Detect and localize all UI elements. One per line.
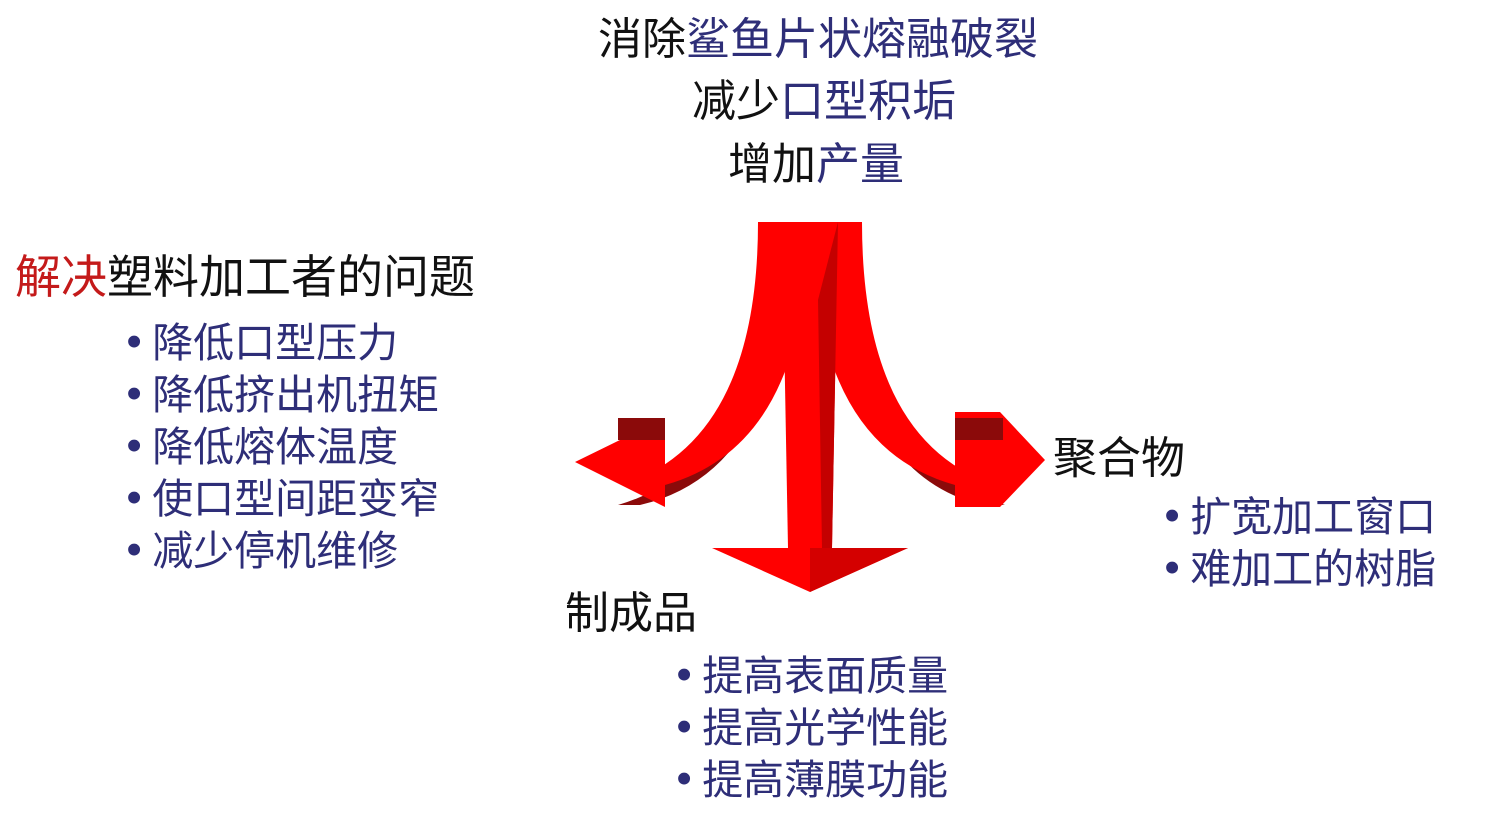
down-arrowhead-shade bbox=[810, 548, 908, 592]
down-shaft-shade bbox=[818, 222, 838, 548]
bullet-icon: • bbox=[122, 423, 147, 471]
left-list-item: •降低熔体温度 bbox=[122, 427, 398, 468]
left-heading-highlight: 解决 bbox=[15, 250, 107, 304]
bullet-icon: • bbox=[122, 371, 147, 419]
left-branch bbox=[622, 222, 808, 485]
top-line-1-object: 鲨鱼片状熔融破裂 bbox=[686, 14, 1038, 65]
bullet-icon: • bbox=[672, 652, 697, 700]
left-arrowhead-dark bbox=[618, 418, 665, 440]
left-list-item: •降低挤出机扭矩 bbox=[122, 375, 439, 416]
left-item-text: 降低口型压力 bbox=[152, 319, 399, 367]
top-line-2-object: 口型积垢 bbox=[780, 76, 956, 127]
left-list-item: •降低口型压力 bbox=[122, 323, 398, 364]
bottom-item-text: 提高光学性能 bbox=[702, 704, 949, 752]
top-line-1: 消除鲨鱼片状熔融破裂 bbox=[598, 18, 1038, 62]
bottom-list-item: •提高表面质量 bbox=[672, 656, 948, 697]
left-item-text: 降低熔体温度 bbox=[152, 423, 399, 471]
top-line-3: 增加产量 bbox=[728, 143, 904, 187]
left-heading: 解决塑料加工者的问题 bbox=[15, 254, 475, 300]
bottom-item-text: 提高薄膜功能 bbox=[702, 756, 949, 804]
bullet-icon: • bbox=[1160, 493, 1185, 541]
right-branch bbox=[812, 222, 995, 485]
top-line-2-verb: 减少 bbox=[692, 76, 780, 127]
top-line-3-object: 产量 bbox=[816, 139, 904, 190]
bullet-icon: • bbox=[672, 704, 697, 752]
left-item-text: 降低挤出机扭矩 bbox=[152, 371, 440, 419]
bullet-icon: • bbox=[122, 475, 147, 523]
bullet-icon: • bbox=[122, 319, 147, 367]
right-item-text: 扩宽加工窗口 bbox=[1190, 493, 1437, 541]
left-heading-rest: 塑料加工者的问题 bbox=[107, 250, 475, 304]
left-list-item: •使口型间距变窄 bbox=[122, 479, 439, 520]
top-line-2: 减少口型积垢 bbox=[692, 80, 956, 124]
bullet-icon: • bbox=[672, 756, 697, 804]
bullet-icon: • bbox=[122, 527, 147, 575]
top-line-3-verb: 增加 bbox=[728, 139, 816, 190]
bullet-icon: • bbox=[1160, 545, 1185, 593]
left-item-text: 使口型间距变窄 bbox=[152, 475, 440, 523]
right-item-text: 难加工的树脂 bbox=[1190, 545, 1437, 593]
bottom-heading: 制成品 bbox=[565, 588, 697, 639]
right-list-item: •难加工的树脂 bbox=[1160, 549, 1436, 590]
right-list-item: •扩宽加工窗口 bbox=[1160, 497, 1436, 538]
right-arrowhead-dark bbox=[955, 418, 1003, 440]
bottom-list-item: •提高光学性能 bbox=[672, 708, 948, 749]
top-line-1-verb: 消除 bbox=[598, 14, 686, 65]
bottom-list-item: •提高薄膜功能 bbox=[672, 760, 948, 801]
left-item-text: 减少停机维修 bbox=[152, 527, 399, 575]
right-heading: 聚合物 bbox=[1053, 433, 1185, 484]
left-list-item: •减少停机维修 bbox=[122, 531, 398, 572]
bottom-item-text: 提高表面质量 bbox=[702, 652, 949, 700]
